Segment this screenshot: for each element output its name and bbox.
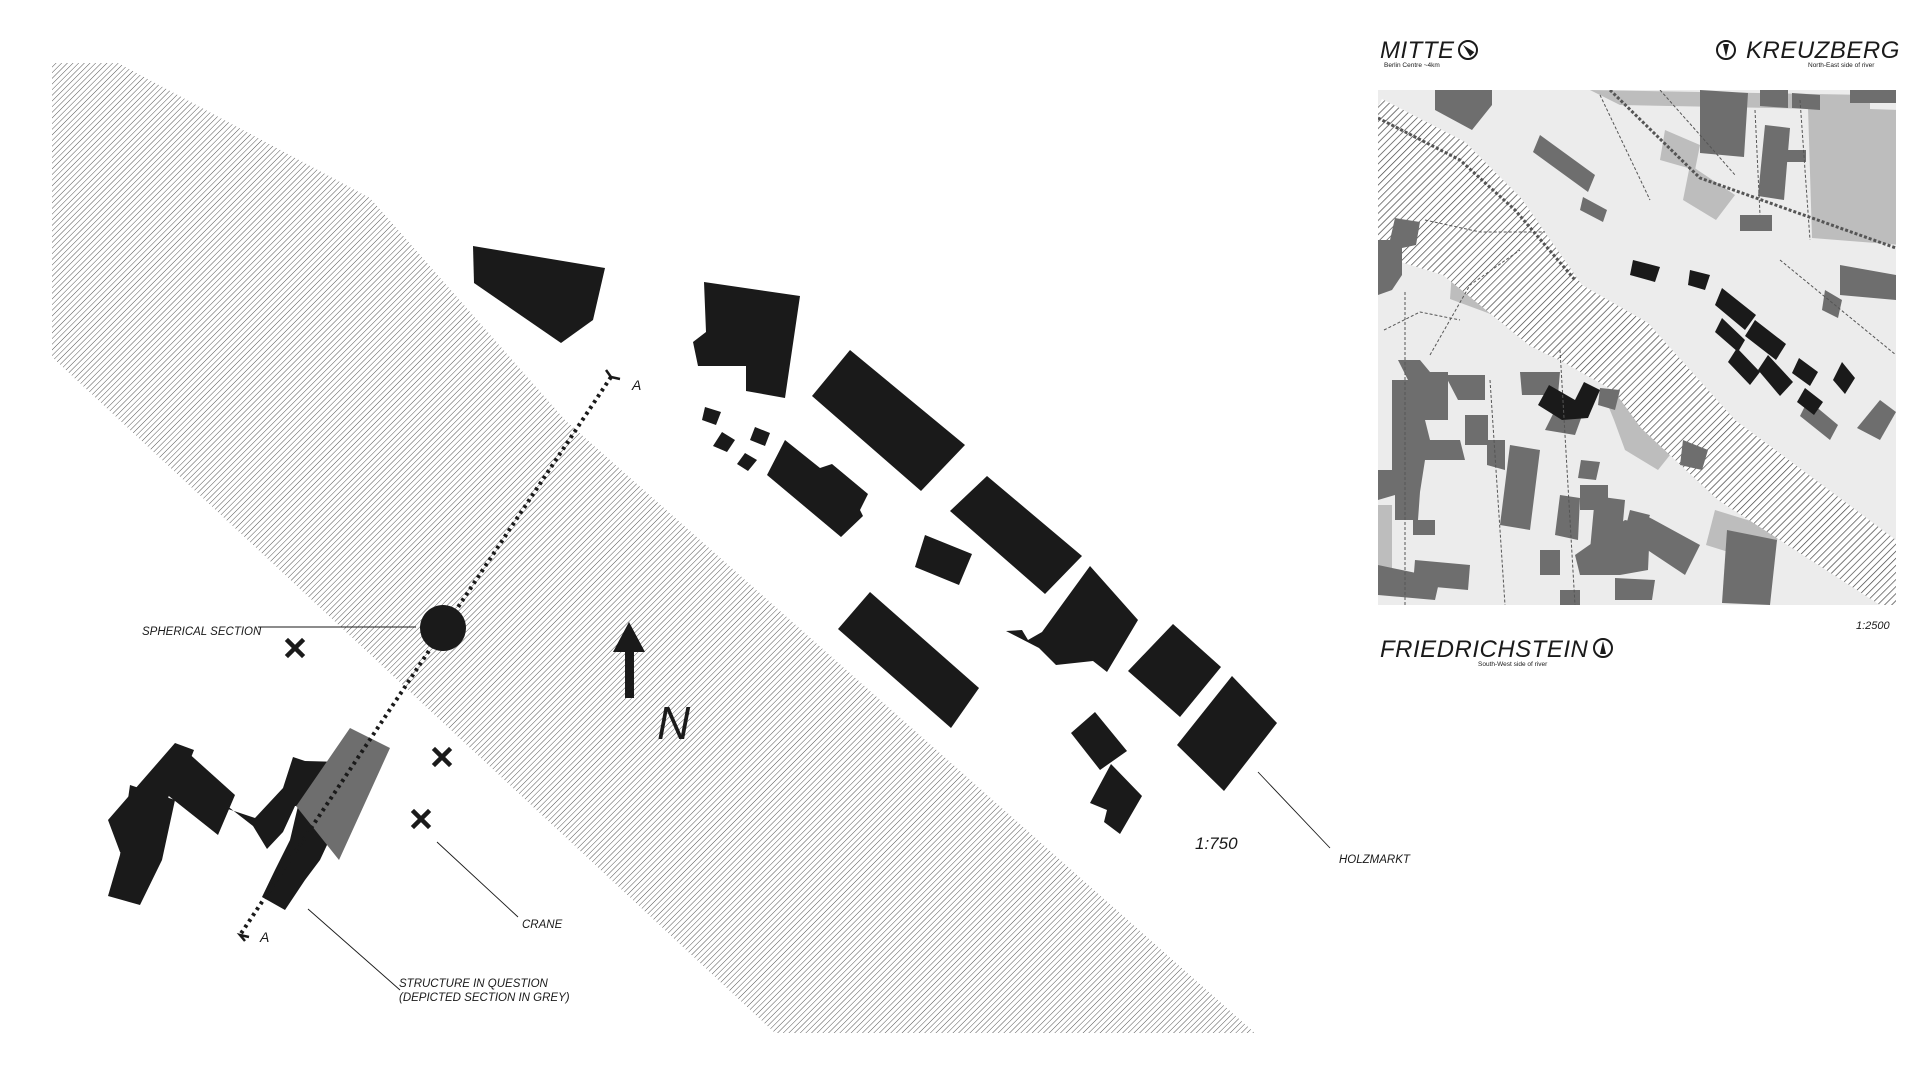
context-map (1378, 90, 1896, 605)
spherical-section-label: SPHERICAL SECTION (142, 626, 262, 638)
crane-x-mark (410, 808, 432, 830)
compass-icon (1593, 638, 1613, 658)
structure-black-part (108, 743, 342, 856)
leader-lines (258, 626, 1331, 991)
district-mitte-name: MITTE (1380, 37, 1455, 64)
district-kreuzberg-subtitle: North-East side of river (1808, 62, 1875, 69)
district-kreuzberg-name: KREUZBERG (1746, 37, 1900, 64)
structure-label-line2: (DEPICTED SECTION IN GREY) (399, 992, 570, 1004)
context-river (1378, 99, 1896, 605)
crane-label: CRANE (522, 919, 563, 931)
structure-label-line1: STRUCTURE IN QUESTION (399, 978, 548, 990)
district-friedrichstein-name: FRIEDRICHSTEIN (1380, 636, 1589, 663)
crane-x-mark (431, 746, 453, 768)
north-label: N (657, 697, 691, 749)
holzmarkt-label: HOLZMARKT (1339, 854, 1410, 866)
district-mitte-subtitle: Berlin Centre ~4km (1384, 62, 1440, 69)
structure-in-question (108, 728, 390, 910)
context-scale: 1:2500 (1856, 620, 1890, 632)
section-marker-top: A (632, 377, 642, 393)
crane-x-mark (284, 637, 306, 659)
spherical-section-marker (420, 605, 466, 651)
north-arrow (613, 622, 645, 698)
crane-markers (284, 637, 453, 830)
structure-black-part (108, 785, 175, 905)
district-friedrichstein-subtitle: South-West side of river (1478, 661, 1548, 668)
structure-grey-section (296, 728, 390, 860)
river-spree (52, 63, 1255, 1033)
holzmarkt-buildings (473, 246, 1277, 834)
section-line-a (236, 369, 621, 942)
section-marker-bottom: A (260, 929, 270, 945)
main-scale: 1:750 (1195, 834, 1238, 853)
structure-black-part (165, 750, 235, 835)
compass-icon (1716, 40, 1736, 60)
